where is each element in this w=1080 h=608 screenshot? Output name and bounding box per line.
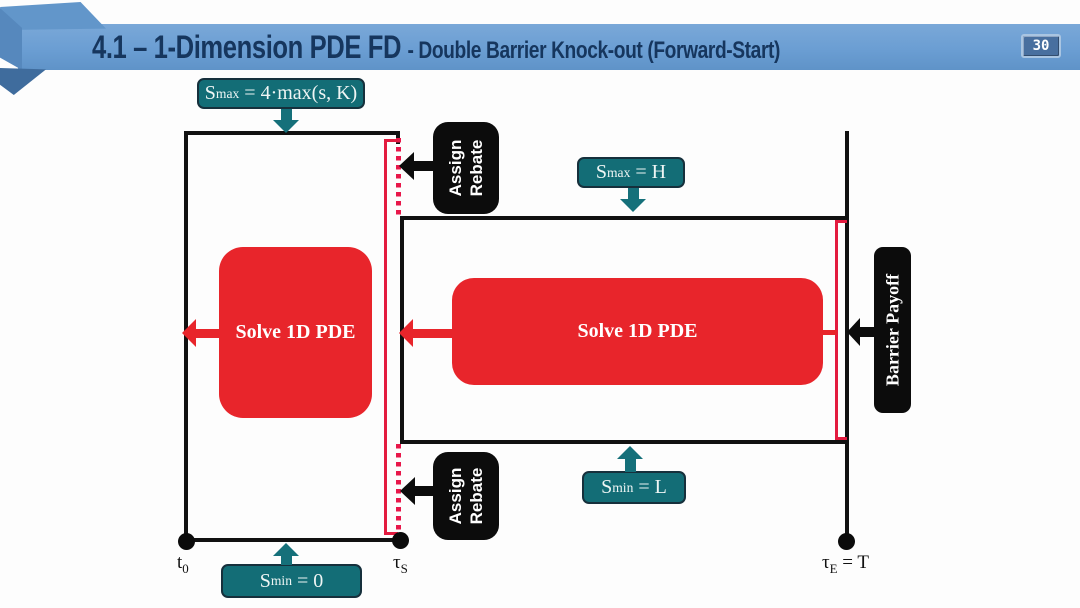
assign-rebate-bottom-label: Assign Rebate [445, 468, 488, 525]
smin-l-value: = L [638, 476, 667, 498]
assign-rebate-top-arrow-icon [399, 152, 414, 180]
smax-h-base: S [595, 161, 607, 183]
smin-0-base: S [259, 569, 271, 592]
slide-title-main: 4.1 – 1-Dimension PDE FD [92, 29, 402, 65]
t0-dot [178, 533, 195, 550]
smin-0-value: = 0 [297, 569, 324, 592]
smin-l-arrow-shaft [625, 458, 636, 472]
tau-e-base: τ [822, 552, 830, 573]
assign-rebate-bottom-line1: Assign [445, 467, 465, 525]
assign-rebate-top-label: Assign Rebate [445, 140, 488, 197]
assign-rebate-bottom-line2: Rebate [467, 467, 486, 525]
right-box-connector [822, 330, 837, 335]
tau-s-label: τS [393, 552, 408, 577]
solve-1d-pde-right-label: Solve 1D PDE [577, 320, 698, 342]
assign-rebate-top-box: Assign Rebate [433, 122, 499, 214]
left-arrow-shaft [195, 329, 222, 338]
header-banner [18, 24, 1080, 70]
assign-rebate-top-line2: Rebate [467, 139, 486, 197]
banner-fold-bottom [0, 68, 46, 95]
smin-l-arrow-icon [617, 446, 643, 459]
smin-0-arrow-icon [273, 543, 299, 556]
tau-s-sub: S [400, 560, 408, 576]
right-to-left-arrow-icon [399, 319, 413, 347]
left-arrow-icon [182, 319, 196, 347]
smax-global-base: S [204, 82, 216, 104]
smin-l-base: S [601, 476, 613, 498]
tau-e-sub: E [829, 560, 838, 576]
tau-s-dot [392, 532, 409, 549]
assign-rebate-bottom-arrow-icon [400, 477, 415, 505]
forward-start-dotted-line-top [396, 138, 401, 218]
assign-rebate-bottom-arrow-shaft [413, 486, 434, 496]
tau-s-base: τ [393, 552, 401, 573]
assign-rebate-top-line1: Assign [445, 139, 465, 197]
assign-rebate-bottom-box: Assign Rebate [433, 452, 499, 540]
solve-1d-pde-right-box: Solve 1D PDE [452, 278, 823, 385]
barrier-payoff-arrow-shaft [858, 327, 875, 337]
solve-1d-pde-left-box: Solve 1D PDE [219, 247, 372, 418]
forward-start-top-stub [396, 131, 400, 144]
smax-h-arrow-icon [620, 199, 646, 212]
smax-global-arrow-shaft [281, 109, 292, 122]
tau-e-dot [838, 533, 855, 550]
forward-start-red-bracket [384, 139, 398, 535]
barrier-payoff-arrow-icon [847, 318, 860, 346]
banner-fold-side [0, 8, 22, 70]
t0-sub: 0 [182, 560, 189, 576]
barrier-payoff-label: Barrier Payoff [882, 273, 902, 387]
smax-global-value: = 4·max(s, K) [244, 82, 358, 104]
right-to-left-arrow-shaft [411, 329, 455, 338]
t0-base: t [177, 552, 183, 573]
slide-title-sub: - Double Barrier Knock-out (Forward-Star… [407, 37, 781, 64]
solve-1d-pde-left-label: Solve 1D PDE [235, 321, 356, 343]
page-number-badge: 30 [1021, 34, 1061, 58]
tau-e-value: = T [842, 552, 870, 573]
smin-0-arrow-shaft [281, 554, 292, 565]
tau-e-label: τE = T [822, 552, 869, 577]
slide-title: 4.1 – 1-Dimension PDE FD- Double Barrier… [92, 29, 780, 66]
forward-start-dotted-line-bottom [396, 444, 401, 536]
t0-label: t0 [177, 552, 189, 577]
smax-global-arrow-icon [273, 120, 299, 133]
smax-h-value: = H [635, 161, 667, 183]
assign-rebate-top-arrow-shaft [413, 161, 434, 171]
smax-h-arrow-shaft [628, 188, 639, 201]
barrier-payoff-box: Barrier Payoff [874, 247, 911, 413]
